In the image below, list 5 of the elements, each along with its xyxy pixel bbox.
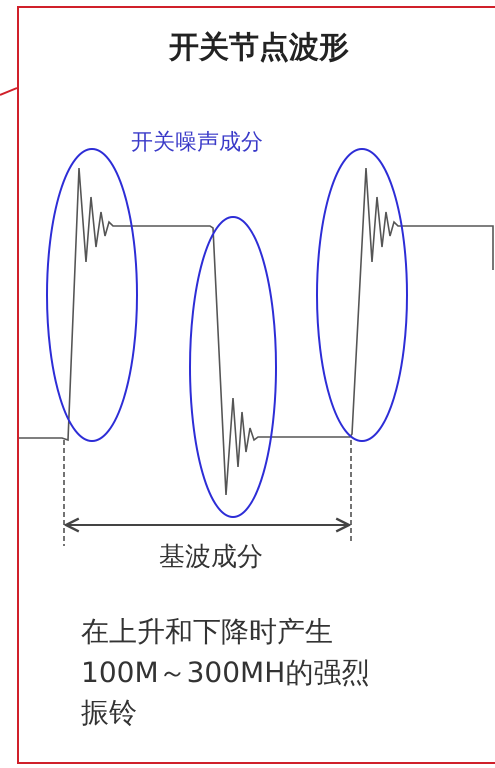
noise-label: 开关噪声成分 [131, 130, 263, 156]
fundamental-label: 基波成分 [159, 542, 263, 574]
panel-frame [17, 6, 495, 764]
panel-title: 开关节点波形 [168, 30, 350, 66]
description-text: 在上升和下降时产生100M～300MH的强烈振铃 [81, 614, 370, 732]
